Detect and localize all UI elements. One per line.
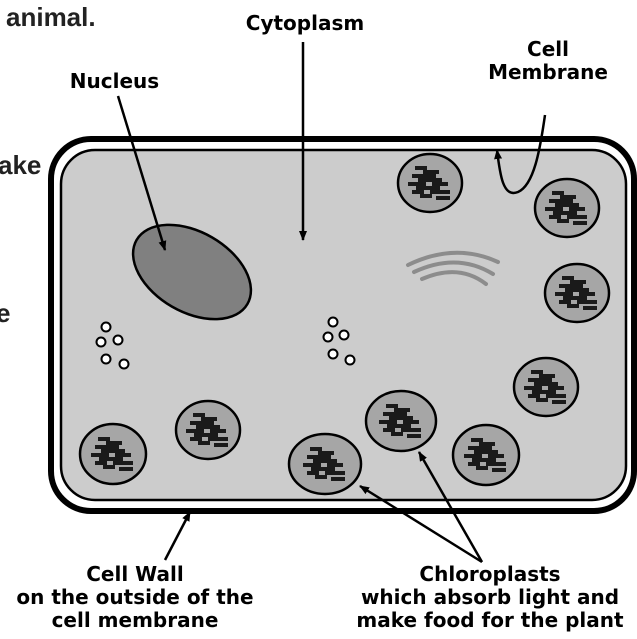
label-cell-wall: Cell Wall on the outside of the cell mem… — [0, 563, 270, 632]
chloroplast — [545, 264, 609, 322]
chloroplast — [514, 358, 578, 416]
label-cell-membrane-line2: Membrane — [478, 61, 618, 84]
label-cytoplasm: Cytoplasm — [240, 12, 370, 35]
label-chloroplasts-line3: make food for the plant — [345, 609, 635, 632]
label-cell-wall-line2: on the outside of the — [0, 586, 270, 609]
chloroplast — [453, 425, 519, 485]
chloroplast — [80, 424, 146, 484]
label-cell-wall-line3: cell membrane — [0, 609, 270, 632]
label-chloroplasts-line2: which absorb light and — [345, 586, 635, 609]
label-chloroplasts: Chloroplasts which absorb light and make… — [345, 563, 635, 632]
label-nucleus: Nucleus — [52, 70, 177, 93]
chloroplast — [176, 401, 240, 459]
label-cell-wall-line1: Cell Wall — [0, 563, 270, 586]
label-cell-membrane: Cell Membrane — [478, 38, 618, 84]
chloroplast — [535, 179, 599, 237]
chloroplast — [366, 391, 436, 451]
chloroplast — [398, 154, 462, 212]
label-chloroplasts-line1: Chloroplasts — [345, 563, 635, 586]
label-cell-membrane-line1: Cell — [478, 38, 618, 61]
chloroplast — [289, 434, 361, 494]
pointer-cell-wall — [165, 512, 190, 560]
